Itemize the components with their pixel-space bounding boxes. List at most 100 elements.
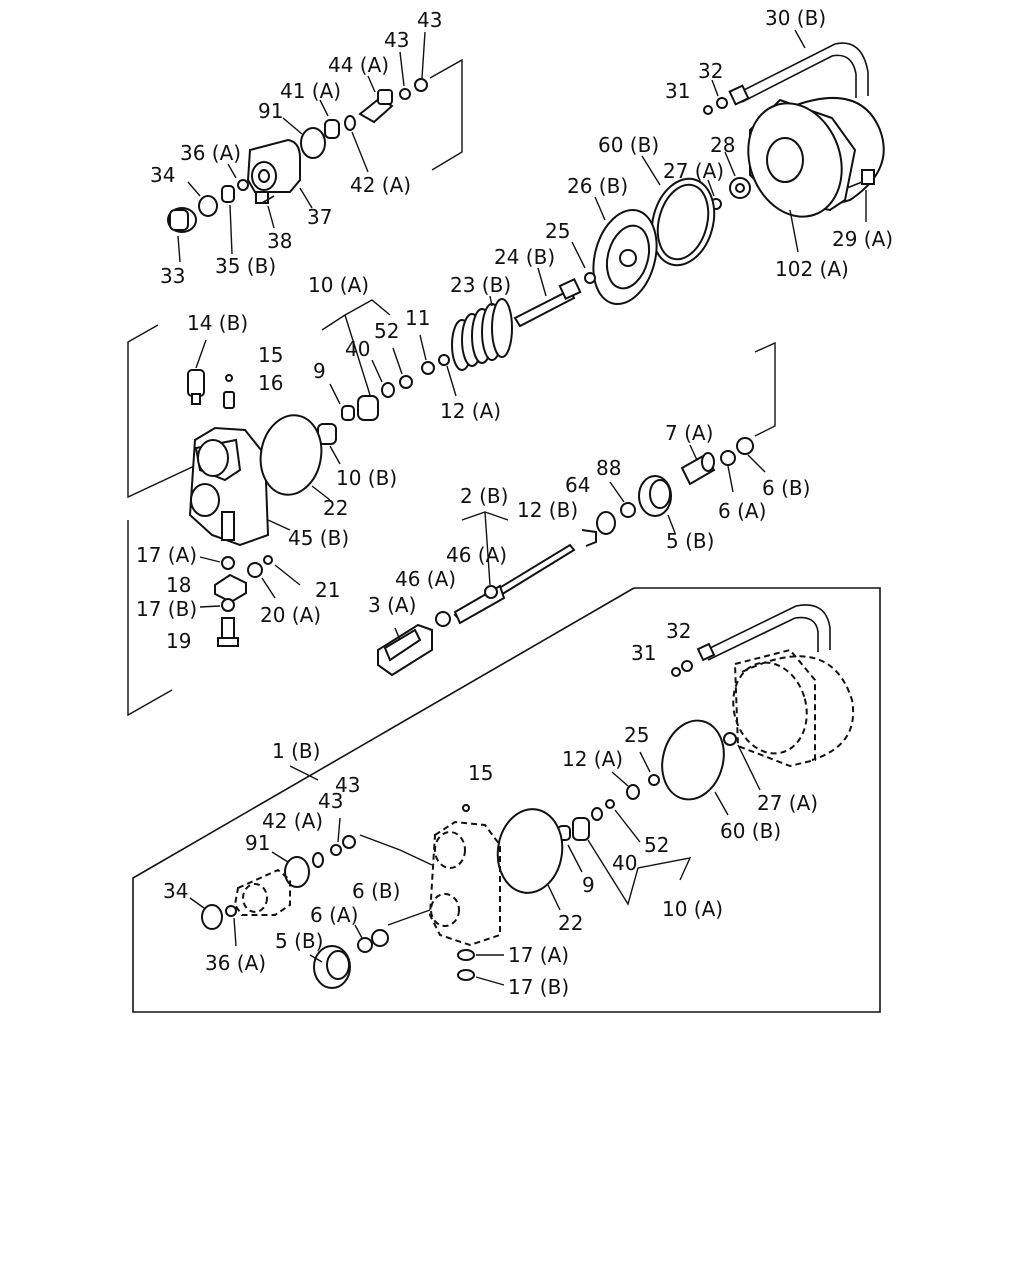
ring-43-c (342, 835, 356, 849)
pipe-30b (728, 42, 869, 106)
label-43-c: 43 (335, 773, 360, 797)
label-46a-1: 46 (A) (446, 543, 507, 567)
label-1b: 1 (B) (272, 739, 320, 763)
label-6b-1: 6 (B) (762, 476, 810, 500)
label-14b: 14 (B) (187, 311, 248, 335)
label-88: 88 (596, 456, 621, 480)
clevis-3a (377, 623, 433, 677)
seal-10a-lower (572, 817, 590, 841)
housing-lower (233, 868, 291, 916)
label-40-1: 40 (345, 337, 370, 361)
label-5b-2: 5 (B) (275, 929, 323, 953)
part-15-top (225, 374, 233, 382)
ring-22-top (259, 414, 323, 496)
label-5b-1: 5 (B) (666, 529, 714, 553)
body-lower (428, 820, 501, 947)
fitting-7a (680, 452, 716, 486)
cup-5b-mid (638, 475, 672, 517)
label-44a: 44 (A) (328, 53, 389, 77)
label-45b: 45 (B) (288, 526, 349, 550)
ring-40-lower (591, 807, 603, 821)
label-34-2: 34 (163, 879, 188, 903)
label-6b-2: 6 (B) (352, 879, 400, 903)
ring-91-lower (284, 856, 310, 888)
ring-42a-lower (312, 852, 324, 868)
label-31-2: 31 (631, 641, 656, 665)
label-29a: 29 (A) (832, 227, 893, 251)
part-52-top (399, 375, 413, 389)
block-18 (214, 573, 247, 604)
ring-22-lower (496, 808, 564, 894)
label-36a-2: 36 (A) (205, 951, 266, 975)
label-12b: 12 (B) (517, 498, 578, 522)
pulley-26b (592, 208, 658, 306)
label-46a-2: 46 (A) (395, 567, 456, 591)
label-23b: 23 (B) (450, 273, 511, 297)
pipe-lower (696, 604, 831, 662)
label-26b: 26 (B) (567, 174, 628, 198)
cover-lower (732, 648, 855, 768)
ring-42a-top (344, 115, 356, 131)
part-52-lower (605, 799, 615, 809)
label-28: 28 (710, 133, 735, 157)
label-10a-2: 10 (A) (662, 897, 723, 921)
label-32-1: 32 (698, 59, 723, 83)
ring-43-d (330, 844, 342, 856)
label-102a: 102 (A) (775, 257, 849, 281)
ring-17a-top (221, 556, 235, 570)
bolt-19 (217, 617, 239, 647)
label-6a-1: 6 (A) (718, 499, 766, 523)
ring-43-a (399, 88, 411, 100)
label-43-a: 43 (417, 8, 442, 32)
part-35b (221, 185, 235, 203)
label-17a-2: 17 (A) (508, 943, 569, 967)
ring-34-lower (201, 904, 223, 930)
label-60b-1: 60 (B) (598, 133, 659, 157)
label-31-1: 31 (665, 79, 690, 103)
part-15-lower (462, 804, 470, 812)
part-41a (324, 119, 340, 139)
label-22-2: 22 (558, 911, 583, 935)
ring-17b-top (221, 598, 235, 612)
ring-88 (620, 502, 636, 518)
label-27a-1: 27 (A) (663, 159, 724, 183)
cover-102a-top (747, 96, 885, 218)
ring-34-top (198, 195, 218, 217)
nut-46a-1 (484, 585, 498, 599)
ring-17a-lower (457, 949, 475, 961)
washer-64 (596, 511, 616, 535)
label-12a-2: 12 (A) (562, 747, 623, 771)
label-27a-2: 27 (A) (757, 791, 818, 815)
label-17b-2: 17 (B) (508, 975, 569, 999)
label-15-1: 15 (258, 343, 283, 367)
cap-33 (167, 207, 197, 233)
label-7a: 7 (A) (665, 421, 713, 445)
label-21: 21 (315, 578, 340, 602)
label-20a: 20 (A) (260, 603, 321, 627)
label-64: 64 (565, 473, 590, 497)
clip-21 (263, 555, 273, 565)
housing-37 (246, 138, 301, 193)
label-43-b: 43 (384, 28, 409, 52)
ring-6a-lower (357, 937, 373, 953)
label-16: 16 (258, 371, 283, 395)
label-17a-1: 17 (A) (136, 543, 197, 567)
label-41a: 41 (A) (280, 79, 341, 103)
ring-27a-lower (723, 732, 737, 746)
label-24b: 24 (B) (494, 245, 555, 269)
label-25-1: 25 (545, 219, 570, 243)
label-19: 19 (166, 629, 191, 653)
washer-25-lower (648, 774, 660, 786)
label-10a-1: 10 (A) (308, 273, 369, 297)
washer-25-top (584, 272, 596, 284)
label-9-1: 9 (313, 359, 326, 383)
label-22-1: 22 (323, 496, 348, 520)
label-6a-2: 6 (A) (310, 903, 358, 927)
washer-12a-top (438, 354, 450, 366)
label-35b: 35 (B) (215, 254, 276, 278)
label-32-2: 32 (666, 619, 691, 643)
part-32-lower (681, 660, 693, 672)
bolt-38 (255, 190, 275, 204)
label-37: 37 (307, 205, 332, 229)
